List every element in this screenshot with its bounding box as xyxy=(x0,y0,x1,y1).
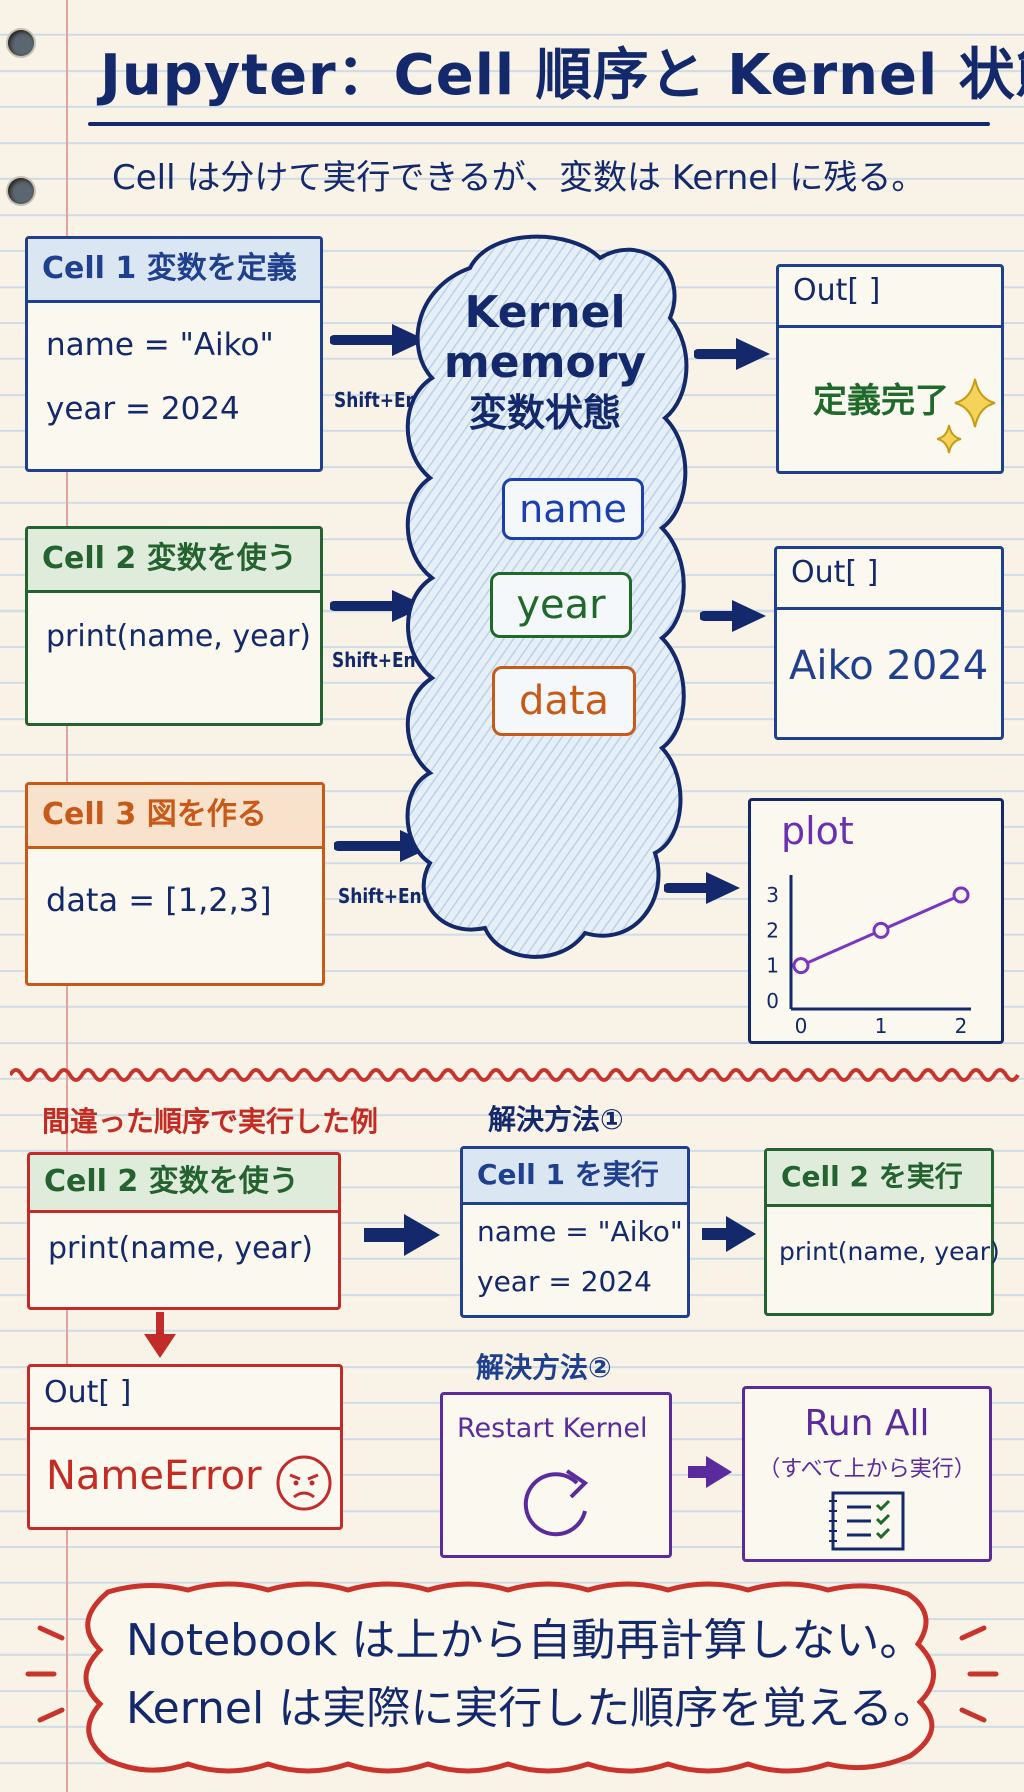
solution-1-step-1: Cell 1 を実行 name = "Aiko" year = 2024 xyxy=(460,1146,690,1318)
conclusion-line-2: Kernel は実際に実行した順序を覚える。 xyxy=(126,1683,937,1734)
output-2: Out[ ] Aiko 2024 xyxy=(774,546,1004,740)
arrow-solution1-step xyxy=(702,1216,756,1252)
cell-3: Cell 3 図を作る data = [1,2,3] xyxy=(25,782,325,986)
solution-1-code-line: year = 2024 xyxy=(477,1265,652,1298)
arrow-down-to-error xyxy=(144,1312,176,1358)
y-tick-label: 3 xyxy=(766,883,779,907)
error-name: NameError xyxy=(46,1453,262,1499)
wrong-order-cell: Cell 2 変数を使う print(name, year) xyxy=(27,1152,341,1310)
kernel-title-line: Kernel xyxy=(464,287,626,338)
cell-3-header: Cell 3 図を作る xyxy=(28,785,322,849)
page-title: Jupyter：Cell 順序と Kernel 状態 xyxy=(100,43,1024,108)
output-label: Out[ ] xyxy=(793,273,881,308)
run-all-box: Run All （すべて上から実行） xyxy=(742,1386,992,1562)
restart-kernel-box: Restart Kernel xyxy=(440,1392,672,1558)
arrow-kernel-to-out1 xyxy=(694,338,770,370)
y-tick-label: 0 xyxy=(766,989,779,1013)
run-all-label: Run All xyxy=(804,1403,930,1444)
solution-1-step-2-header: Cell 2 を実行 xyxy=(767,1151,991,1207)
section-divider xyxy=(10,1068,1020,1082)
cell-1-code-line-2: year = 2024 xyxy=(46,391,240,427)
arrow-kernel-to-out2 xyxy=(700,600,766,632)
cell-3-code: data = [1,2,3] xyxy=(46,881,272,919)
output-divider xyxy=(30,1427,340,1430)
kernel-var-year: year xyxy=(490,572,632,638)
plot-point xyxy=(792,957,810,975)
plot-output: plot 0 1 2 0 1 2 3 xyxy=(748,798,1004,1044)
output-divider xyxy=(779,325,1001,328)
x-tick-label: 0 xyxy=(795,1014,808,1038)
title-underline xyxy=(88,122,990,126)
run-all-sublabel: （すべて上から実行） xyxy=(758,1457,976,1482)
output-divider xyxy=(777,607,1001,610)
restart-kernel-label: Restart Kernel xyxy=(457,1413,648,1444)
y-tick-label: 2 xyxy=(766,918,779,942)
conclusion-burst xyxy=(25,1581,999,1774)
cell-2: Cell 2 変数を使う print(name, year) xyxy=(25,526,323,726)
cell-2-code: print(name, year) xyxy=(46,619,311,654)
error-output-label: Out[ ] xyxy=(44,1375,132,1410)
cell-1-code-line-1: name = "Aiko" xyxy=(46,327,274,363)
plot-chart: 0 1 2 0 1 2 3 xyxy=(766,875,971,1038)
cell-1-header: Cell 1 変数を定義 xyxy=(28,239,320,303)
solution-1-step-2-code: print(name, year) xyxy=(779,1237,1000,1266)
solution-1-step-2: Cell 2 を実行 print(name, year) xyxy=(764,1148,1000,1316)
plot-point xyxy=(872,921,890,939)
arrow-cell1-to-kernel xyxy=(330,324,426,356)
plot-title: plot xyxy=(781,809,854,853)
x-tick-label: 1 xyxy=(875,1014,888,1038)
code-text: year = 2024 xyxy=(46,391,240,427)
restart-icon xyxy=(523,1469,589,1537)
kernel-var-name: name xyxy=(502,478,644,540)
wrong-order-label: 間違った順序で実行した例 xyxy=(42,1105,379,1138)
binder-hole xyxy=(8,178,34,204)
wrong-order-cell-header: Cell 2 変数を使う xyxy=(30,1155,338,1213)
cell-2-header: Cell 2 変数を使う xyxy=(28,529,320,593)
solution-2-label: 解決方法② xyxy=(476,1351,612,1384)
conclusion-line-1: Notebook は上から自動再計算しない。 xyxy=(126,1615,924,1666)
y-tick-label: 1 xyxy=(766,954,779,978)
solution-1-label: 解決方法① xyxy=(488,1103,624,1136)
plot-point xyxy=(952,886,970,904)
solution-1-code-line: name = "Aiko" xyxy=(477,1215,683,1248)
arrow-restart-to-runall xyxy=(688,1456,732,1488)
error-output: Out[ ] NameError xyxy=(27,1364,343,1530)
code-text: name = "Aiko" xyxy=(46,327,274,363)
wrong-order-code: print(name, year) xyxy=(48,1231,313,1266)
cell-1: Cell 1 変数を定義 name = "Aiko" year = 2024 xyxy=(25,236,323,472)
x-tick-label: 2 xyxy=(955,1014,968,1038)
output-1-value: 定義完了 xyxy=(813,381,949,421)
checklist-icon xyxy=(829,1491,905,1551)
angry-face-icon xyxy=(276,1455,332,1511)
kernel-title: Kernel memory 変数状態 xyxy=(420,288,670,438)
page-subtitle: Cell は分けて実行できるが、変数は Kernel に残る。 xyxy=(112,158,926,198)
output-1: Out[ ] 定義完了 xyxy=(776,264,1004,474)
kernel-title-line: memory xyxy=(443,337,647,388)
output-label: Out[ ] xyxy=(791,555,879,590)
arrow-kernel-to-plot xyxy=(664,872,740,904)
plot-axes xyxy=(789,875,971,1011)
sparkle-icon xyxy=(937,378,996,454)
binder-hole xyxy=(8,30,34,56)
kernel-title-line: 変数状態 xyxy=(468,391,621,435)
solution-1-step-1-header: Cell 1 を実行 xyxy=(463,1149,687,1205)
output-2-value: Aiko 2024 xyxy=(789,643,989,689)
kernel-var-data: data xyxy=(492,666,636,736)
arrow-to-solution1 xyxy=(364,1214,440,1256)
